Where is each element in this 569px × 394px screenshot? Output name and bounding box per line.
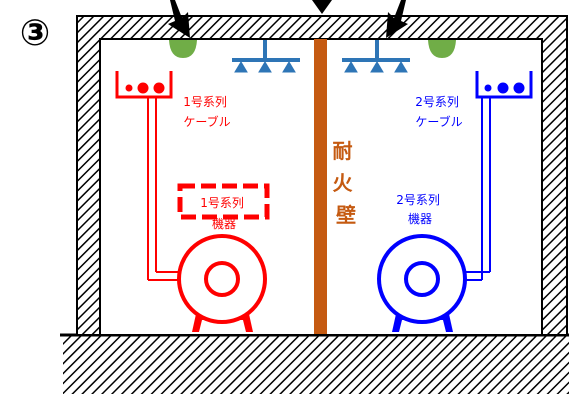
sprinkler-left-icon <box>232 40 300 73</box>
series1-cable <box>147 97 180 281</box>
arrow-center <box>312 0 332 14</box>
ground <box>60 333 569 394</box>
sprinkler-right-icon <box>342 40 410 73</box>
series1-cable-label: 1号系列 ケーブル <box>183 95 230 129</box>
series1-cable-tray <box>115 71 173 99</box>
series2-cable-tray <box>475 71 533 99</box>
series2-equipment-label: 2号系列 機器 <box>396 193 443 226</box>
series1-equipment-label: 1号系列 機器 <box>200 196 247 231</box>
arrow-left <box>168 0 190 38</box>
step-marker: ③ <box>20 13 50 54</box>
incoming-arrows <box>168 0 408 38</box>
firewall <box>314 39 327 334</box>
smoke-detector-right-icon <box>428 40 456 58</box>
series2-pump-icon <box>377 234 467 332</box>
series2-cable-label: 2号系列 ケーブル <box>415 95 462 129</box>
series2-cable <box>466 97 491 281</box>
series1-equipment-dashed-frame <box>177 183 270 220</box>
series1-pump-icon <box>177 234 267 332</box>
smoke-detector-left-icon <box>169 40 197 58</box>
firewall-label: 耐 火 壁 <box>333 139 360 227</box>
arrow-right <box>386 0 408 38</box>
